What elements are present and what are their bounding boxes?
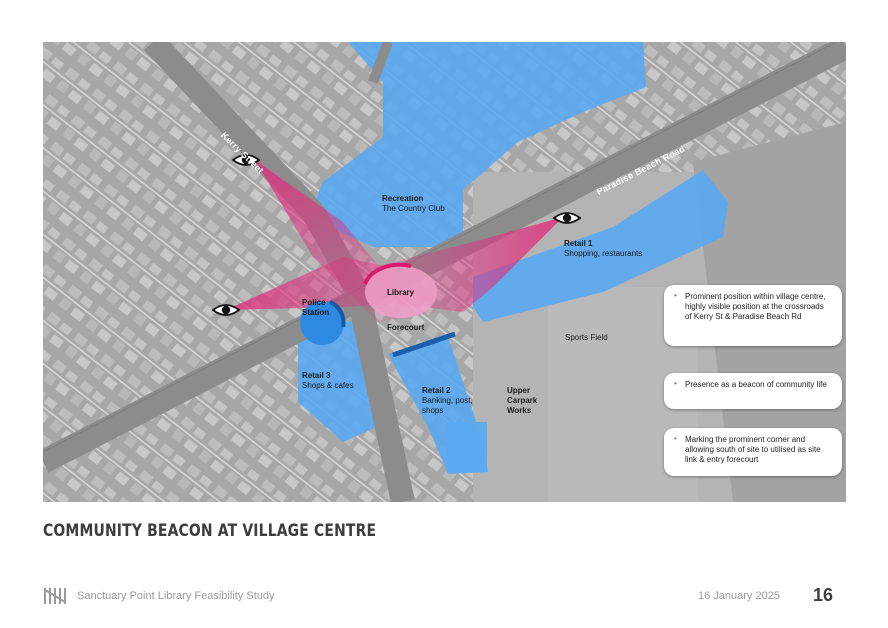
bullet-icon: • (674, 291, 677, 300)
police-label: Police Station (302, 298, 329, 318)
library-label: Library (387, 288, 414, 298)
sightline-kerry (255, 160, 438, 322)
callout-text: Presence as a beacon of community life (685, 380, 827, 389)
retail3-title: Retail 3 (302, 371, 331, 380)
forecourt-title: Forecourt (387, 323, 425, 332)
library-arc (363, 262, 412, 285)
eye-icon (552, 212, 582, 224)
retail1-title: Retail 1 (564, 239, 593, 248)
upper-carpark-line1: Upper (507, 386, 531, 395)
recreation-label: Recreation The Country Club (382, 194, 445, 214)
retail3-subtitle: Shops & cafes (302, 381, 354, 390)
callout-card: • Marking the prominent corner and allow… (664, 428, 842, 476)
callout-card: • Prominent position within village cent… (664, 285, 842, 346)
page-title: COMMUNITY BEACON AT VILLAGE CENTRE (43, 521, 377, 541)
retail2-line1: Banking, post, (422, 396, 473, 405)
retail2-label: Retail 2 Banking, post, shops (422, 386, 473, 416)
retail2-annex (447, 422, 487, 472)
recreation-subtitle: The Country Club (382, 204, 445, 213)
footer-study-title: Sanctuary Point Library Feasibility Stud… (77, 590, 275, 602)
retail1-zone (473, 170, 728, 322)
callout-card: • Presence as a beacon of community life (664, 373, 842, 409)
site-map: Kerry Street Paradise Beach Road Recreat… (43, 42, 846, 502)
library-title: Library (387, 288, 415, 297)
bullet-icon: • (674, 379, 677, 388)
retail3-label: Retail 3 Shops & cafes (302, 371, 354, 391)
retail2-frontage (392, 331, 456, 358)
upper-carpark-label: Upper Carpark Works (507, 386, 537, 416)
callout-text: Marking the prominent corner and allowin… (685, 435, 821, 464)
callout-text: Prominent position within village centre… (685, 292, 826, 321)
practice-logo-icon (43, 586, 67, 606)
upper-carpark-line2: Carpark (507, 396, 538, 405)
recreation-zone (308, 42, 646, 247)
recreation-title: Recreation (382, 194, 424, 203)
page-number: 16 (813, 585, 834, 605)
retail2-title: Retail 2 (422, 386, 451, 395)
eye-icon (211, 304, 241, 316)
retail1-subtitle: Shopping, restaurants (564, 249, 643, 258)
police-line1: Police (302, 298, 326, 307)
footer-date: 16 January 2025 (698, 590, 780, 602)
police-arc (329, 300, 346, 328)
sports-field-label: Sports Field (565, 333, 608, 342)
library-site (365, 266, 437, 318)
bullet-icon: • (674, 434, 677, 443)
retail1-label: Retail 1 Shopping, restaurants (564, 239, 642, 259)
eye-icon (231, 154, 261, 166)
police-station-site (300, 301, 344, 345)
police-line2: Station (302, 308, 330, 317)
forecourt-label: Forecourt (387, 323, 424, 333)
upper-carpark-line3: Works (507, 406, 532, 415)
retail2-line2: shops (422, 406, 444, 415)
